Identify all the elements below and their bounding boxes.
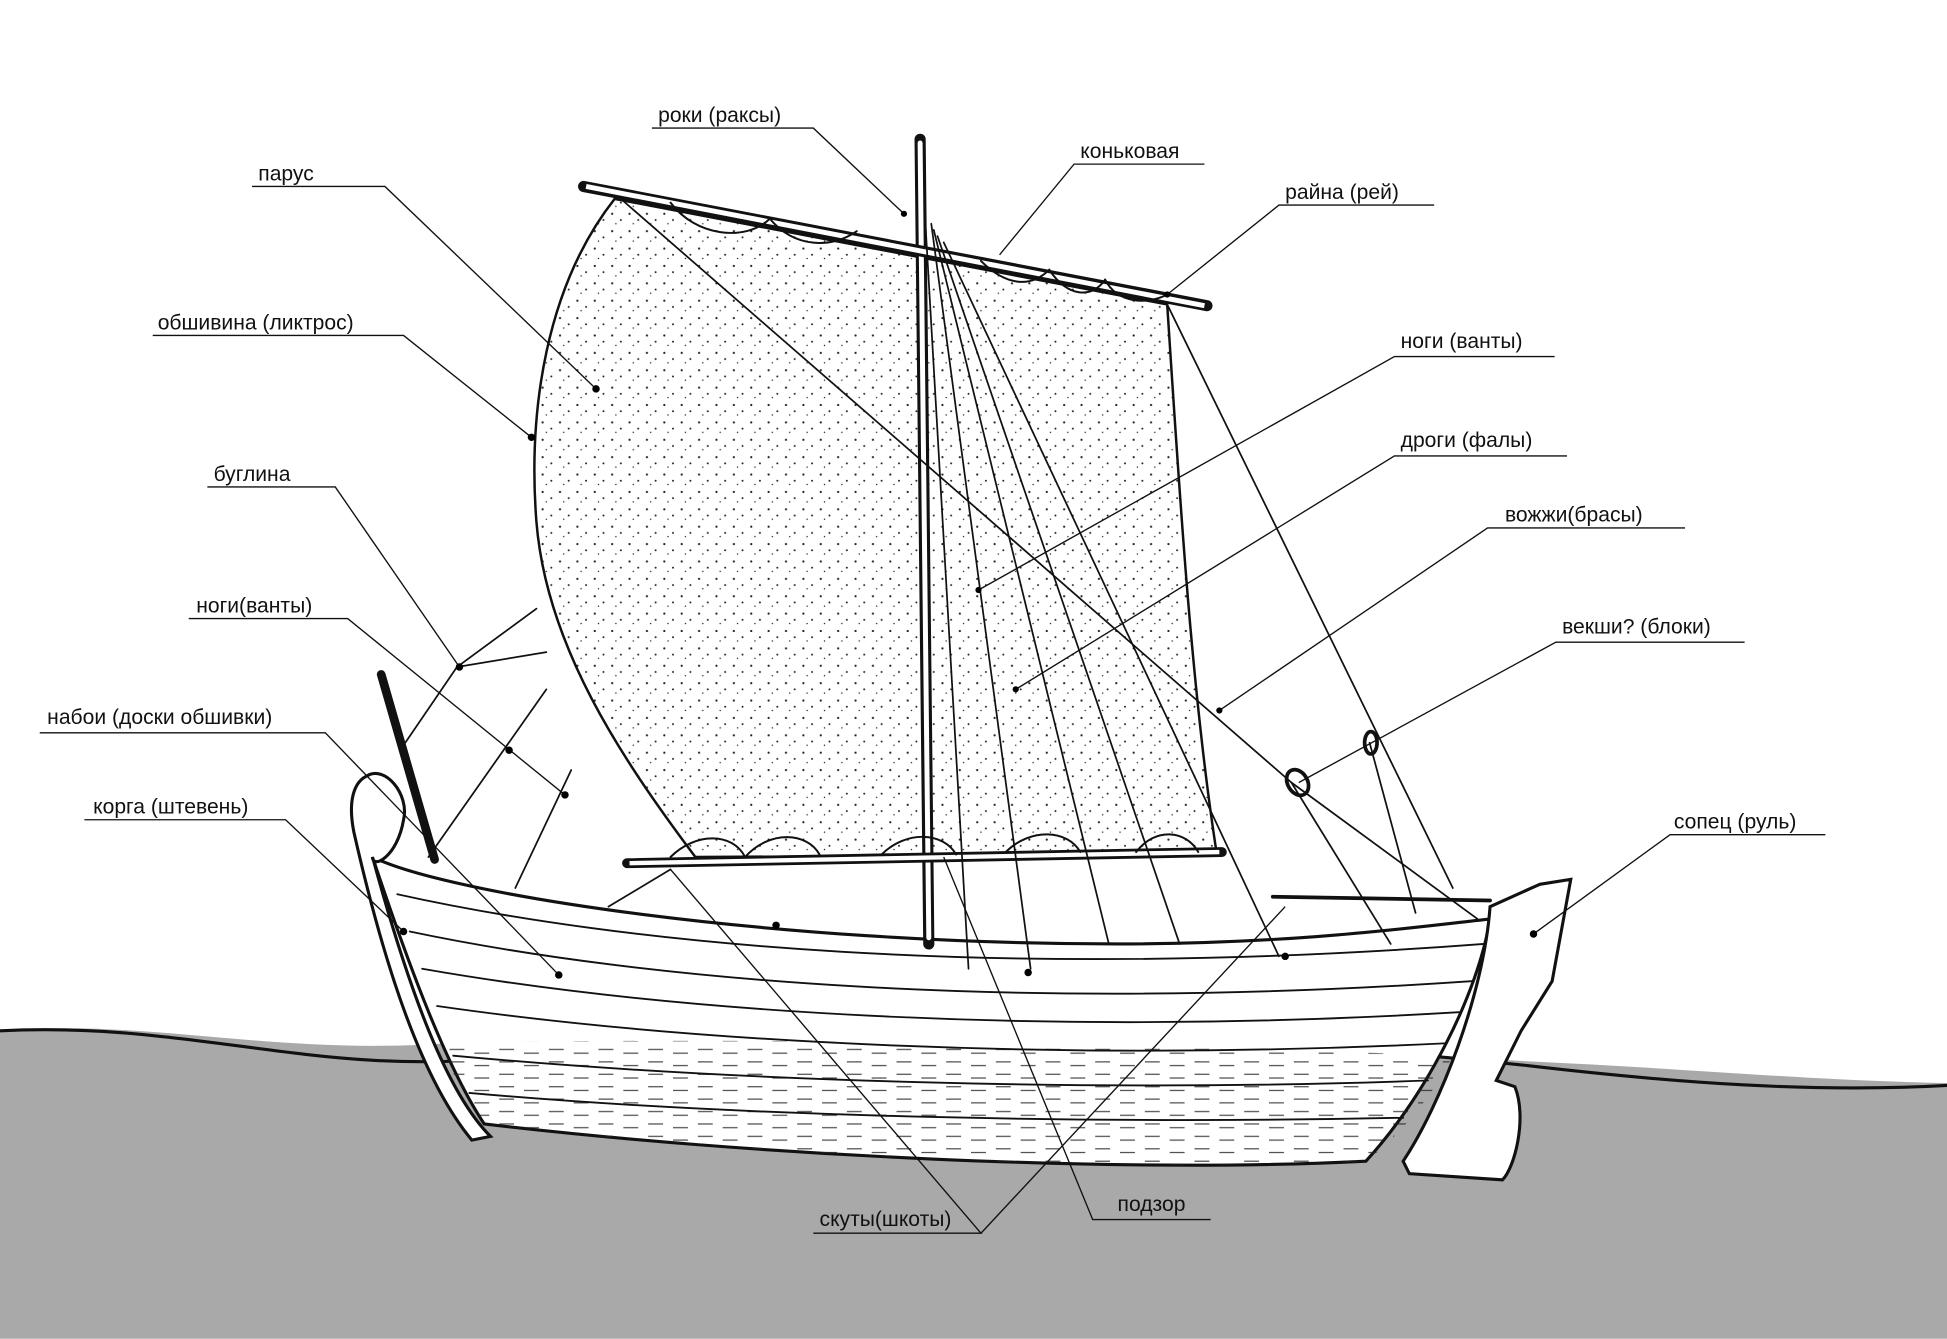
stem-korga — [349, 772, 494, 1142]
label-konkovaya: коньковая — [999, 140, 1205, 256]
rudder-sopets — [1401, 877, 1573, 1182]
sail-loops — [669, 201, 1200, 858]
svg-text:ноги(ванты): ноги(ванты) — [196, 594, 312, 617]
svg-text:райна (рей): райна (рей) — [1285, 181, 1399, 204]
labels: роки (раксы) коньковая райна (рей) парус… — [39, 104, 1826, 1234]
label-podzor: подзор — [943, 856, 1211, 1221]
steering-oar — [1270, 894, 1492, 903]
svg-text:вожжи(брасы): вожжи(брасы) — [1505, 504, 1643, 527]
svg-text:парус: парус — [258, 162, 314, 185]
svg-text:векши? (блоки): векши? (блоки) — [1562, 615, 1711, 638]
sail — [533, 197, 1219, 859]
svg-text:обшивина (ликтрос): обшивина (ликтрос) — [158, 311, 354, 334]
block-vekshi — [1284, 767, 1311, 798]
label-parus: парус — [252, 162, 600, 393]
hull-underwater — [434, 1040, 1453, 1166]
svg-text:роки (раксы): роки (раксы) — [658, 104, 781, 127]
svg-text:ноги (ванты): ноги (ванты) — [1401, 330, 1523, 353]
label-nogi-right: ноги (ванты) — [975, 330, 1555, 594]
svg-text:коньковая: коньковая — [1080, 140, 1179, 163]
label-vekshi: векши? (блоки) — [1298, 615, 1745, 784]
svg-text:скуты(шкоты): скуты(шкоты) — [820, 1208, 952, 1231]
svg-text:сопец (руль): сопец (руль) — [1674, 810, 1797, 833]
label-roki: роки (раксы) — [651, 104, 908, 217]
rigging — [402, 198, 1479, 970]
svg-text:дроги (фалы): дроги (фалы) — [1401, 429, 1533, 452]
block-vekshi-2 — [1362, 729, 1379, 756]
svg-text:набои (доски обшивки): набои (доски обшивки) — [47, 706, 272, 729]
label-nogi-left: ноги(ванты) — [188, 594, 569, 799]
label-vozhzhi: вожжи(брасы) — [1216, 504, 1685, 714]
label-drogi: дроги (фалы) — [1012, 429, 1568, 693]
svg-text:подзор: подзор — [1118, 1193, 1186, 1216]
label-raina: райна (рей) — [1164, 181, 1435, 298]
label-korga: корга (штевень) — [84, 796, 408, 936]
svg-text:корга (штевень): корга (штевень) — [93, 796, 248, 819]
label-sopets: сопец (руль) — [1529, 810, 1826, 938]
label-buglina: буглина — [207, 463, 464, 671]
label-obshivina: обшивина (ликтрос) — [152, 311, 536, 442]
label-naboi: набои (доски обшивки) — [39, 706, 563, 979]
bow-post — [376, 670, 439, 864]
hull-planks — [396, 893, 1485, 1121]
svg-text:буглина: буглина — [214, 463, 291, 486]
label-skuty: скуты(шкоты) — [670, 868, 1289, 1234]
